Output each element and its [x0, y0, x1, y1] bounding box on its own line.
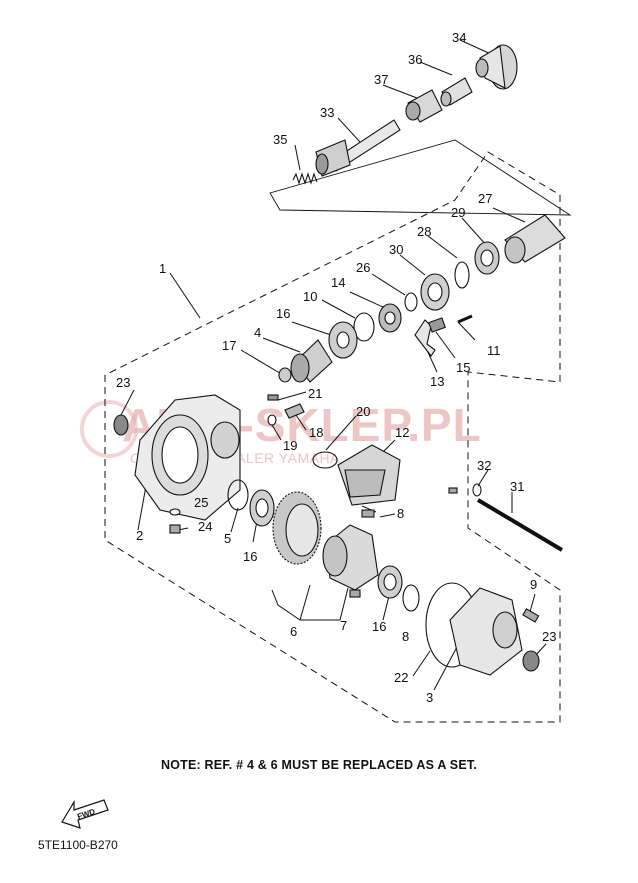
callout-34: 34 [452, 30, 466, 45]
callout-36: 36 [408, 52, 422, 67]
cover-12 [337, 444, 401, 506]
callout-25: 25 [194, 495, 208, 510]
bearing-29 [474, 241, 500, 275]
callout-12: 12 [395, 425, 409, 440]
callout-8-top: 8 [397, 506, 404, 521]
callout-6: 6 [290, 624, 297, 639]
gear-housing-1 [134, 394, 241, 521]
clip-32 [472, 483, 482, 497]
shim-17 [278, 367, 292, 383]
callout-23-left: 23 [116, 375, 130, 390]
bearing-30 [420, 273, 450, 311]
callout-20: 20 [356, 404, 370, 419]
drive-shaft-33 [315, 119, 401, 177]
coupling-36 [440, 77, 473, 107]
differential-case [322, 524, 379, 591]
callout-5: 5 [224, 531, 231, 546]
callout-32: 32 [477, 458, 491, 473]
bearing-16-top [328, 321, 358, 359]
pinion-shaft-27 [504, 214, 566, 264]
oil-seal-23-left [113, 414, 129, 436]
callout-16-right: 16 [372, 619, 386, 634]
flange-34 [475, 44, 518, 90]
circlip-28 [454, 261, 470, 289]
callout-30: 30 [389, 242, 403, 257]
plug-24 [169, 524, 181, 534]
oil-seal-23-right [522, 650, 540, 672]
callout-23-right: 23 [542, 629, 556, 644]
watermark-logo-icon [80, 400, 138, 458]
callout-1: 1 [159, 261, 166, 276]
bolt-8-top [361, 509, 375, 518]
washer-25 [169, 508, 181, 516]
shaft-group-outline [269, 139, 572, 216]
bolt-21 [267, 394, 279, 401]
shim-8 [402, 584, 420, 612]
callout-31: 31 [510, 479, 524, 494]
case-cover-3 [449, 587, 523, 676]
boot-37 [405, 89, 443, 123]
callout-9: 9 [530, 577, 537, 592]
pinion-gear-4 [290, 339, 333, 383]
callout-22: 22 [394, 670, 408, 685]
rod-31 [476, 498, 564, 552]
circlip-26 [404, 292, 418, 312]
callout-2: 2 [136, 528, 143, 543]
bearing-16-left [249, 489, 275, 527]
ring-10 [353, 312, 375, 342]
bolt-small [448, 487, 458, 494]
ring-gear-6 [272, 491, 322, 565]
callout-18: 18 [309, 425, 323, 440]
lock-plate-13 [414, 319, 436, 357]
callout-14: 14 [331, 275, 345, 290]
pin-11 [457, 314, 473, 324]
diagram-code: 5TE1100-B270 [38, 838, 118, 852]
spring-35 [292, 172, 318, 185]
callout-37: 37 [374, 72, 388, 87]
callout-10: 10 [303, 289, 317, 304]
callout-13: 13 [430, 374, 444, 389]
forward-arrow-icon: FWD [61, 799, 109, 829]
callout-28: 28 [417, 224, 431, 239]
key-15 [428, 317, 446, 333]
callout-4: 4 [254, 325, 261, 340]
callout-26: 26 [356, 260, 370, 275]
callout-8-bottom: 8 [402, 629, 409, 644]
callout-15: 15 [456, 360, 470, 375]
callout-17: 17 [222, 338, 236, 353]
callout-3: 3 [426, 690, 433, 705]
o-ring-20 [312, 451, 338, 469]
callout-35: 35 [273, 132, 287, 147]
replacement-note: NOTE: REF. # 4 & 6 MUST BE REPLACED AS A… [161, 758, 477, 772]
callout-29: 29 [451, 205, 465, 220]
callout-33: 33 [320, 105, 334, 120]
callout-21: 21 [308, 386, 322, 401]
callout-11: 11 [487, 343, 501, 358]
bearing-16-right [377, 565, 403, 599]
callout-7: 7 [340, 618, 347, 633]
bolt-7 [349, 589, 361, 598]
callout-27: 27 [478, 191, 492, 206]
bolt-9 [522, 608, 540, 623]
callout-19: 19 [283, 438, 297, 453]
assembly-boundary [104, 151, 561, 723]
shim-5 [227, 479, 249, 511]
nut-14 [378, 303, 402, 333]
washer-19 [267, 414, 277, 426]
callout-24: 24 [198, 519, 212, 534]
callout-16-left: 16 [243, 549, 257, 564]
sensor-18 [284, 403, 305, 419]
callout-16-top: 16 [276, 306, 290, 321]
